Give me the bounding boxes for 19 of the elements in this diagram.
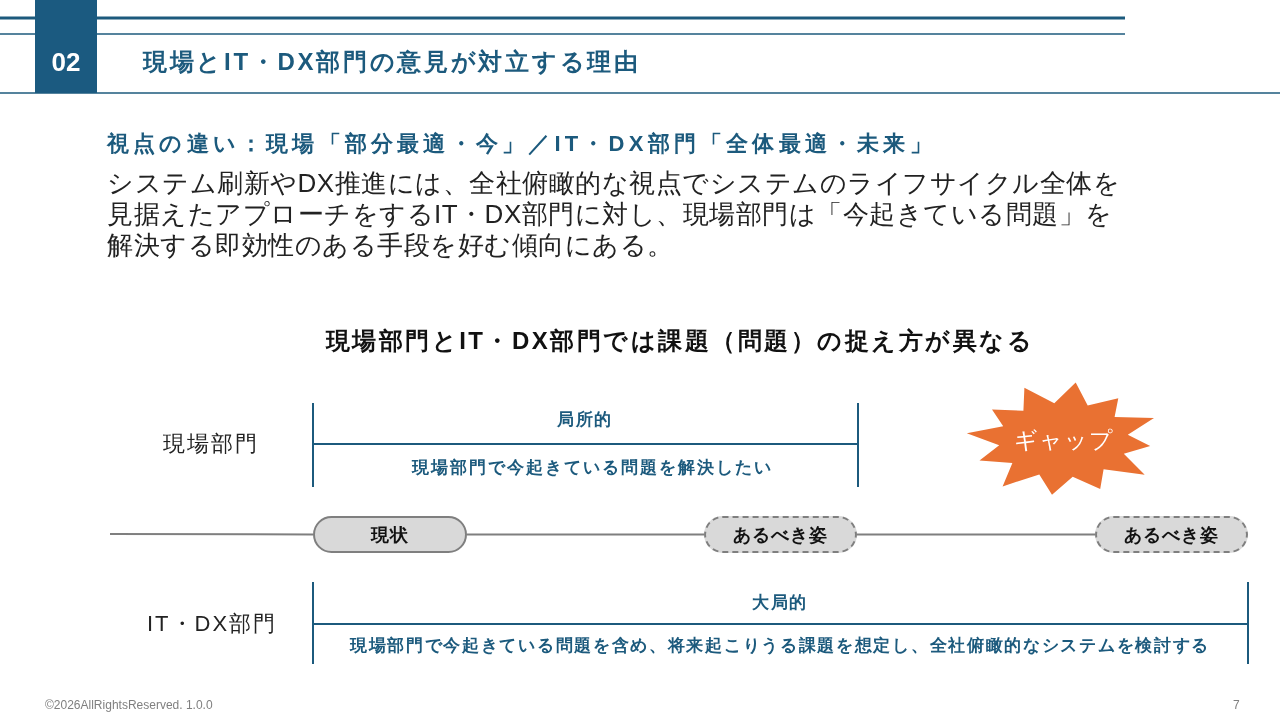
bracket-label: 現場部門で今起きている問題を含め、将来起こりうる課題を想定し、全社俯瞰的なシステムを検討する [349, 635, 1211, 657]
slide-title: 現場とIT・DX部門の意見が対立する理由 [143, 46, 641, 77]
bracket-label: 大局的 [752, 592, 808, 614]
row-label: IT・DX部門 [147, 609, 278, 638]
pill: あるべき姿 [1095, 516, 1248, 553]
bracket-label: 局所的 [557, 409, 613, 431]
pill: あるべき姿 [704, 516, 857, 553]
bracket-label: 現場部門で今起きている問題を解決したい [411, 457, 773, 479]
connector-line [856, 533, 1096, 536]
body-text: システム刷新やDX推進には、全社俯瞰的な視点でシステムのライフサイクル全体を見据えたアプローチをするIT・DX部門に対し、現場部門は「今起きている問題」を解決する即効性のある手段を好む傾向にある。 [107, 167, 1122, 261]
page-number: 7 [1233, 697, 1240, 713]
footer-text: ©2026AllRightsReserved. 1.0.0 [45, 697, 213, 713]
diagram-heading: 現場部門とIT・DX部門では課題（問題）の捉え方が異なる [325, 325, 1035, 356]
connector-line [466, 533, 705, 536]
number-box: 02 [35, 0, 97, 93]
connector-line [109, 533, 314, 536]
row-label: 現場部門 [163, 429, 259, 458]
pill: 現状 [313, 516, 467, 553]
subheading: 視点の違い：現場「部分最適・今」／IT・DX部門「全体最適・未来」 [107, 129, 936, 158]
